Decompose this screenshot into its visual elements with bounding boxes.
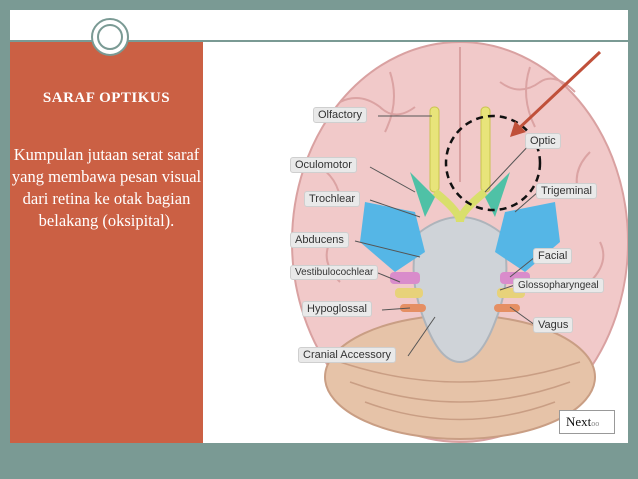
label-trochlear: Trochlear — [304, 191, 360, 207]
label-olfactory: Olfactory — [313, 107, 367, 123]
text-panel: SARAF OPTIKUS Kumpulan jutaan serat sara… — [10, 42, 203, 443]
slide-title: SARAF OPTIKUS — [10, 88, 203, 108]
label-vestibulocochlear: Vestibulocochlear — [290, 265, 378, 280]
slide-title-text: SARAF OPTIKUS — [43, 90, 170, 106]
label-vagus: Vagus — [533, 317, 573, 333]
label-hypoglossal: Hypoglossal — [302, 301, 372, 317]
bottom-band — [10, 443, 628, 469]
label-cranial-accessory: Cranial Accessory — [298, 347, 396, 363]
next-button[interactable]: Nextoo — [559, 410, 615, 434]
next-button-dots: oo — [591, 419, 599, 428]
label-optic: Optic — [525, 133, 561, 149]
slide-description: Kumpulan jutaan serat saraf yang membawa… — [8, 144, 205, 232]
label-abducens: Abducens — [290, 232, 349, 248]
label-trigeminal: Trigeminal — [536, 183, 597, 199]
label-glossopharyngeal: Glossopharyngeal — [513, 278, 604, 293]
label-oculomotor: Oculomotor — [290, 157, 357, 173]
decorative-ring-inner — [97, 24, 123, 50]
next-button-label: Next — [566, 414, 591, 429]
decorative-ring-icon — [91, 18, 129, 56]
cranial-nerves-diagram: Olfactory Optic Oculomotor Trochlear Tri… — [270, 42, 628, 443]
label-facial: Facial — [533, 248, 572, 264]
